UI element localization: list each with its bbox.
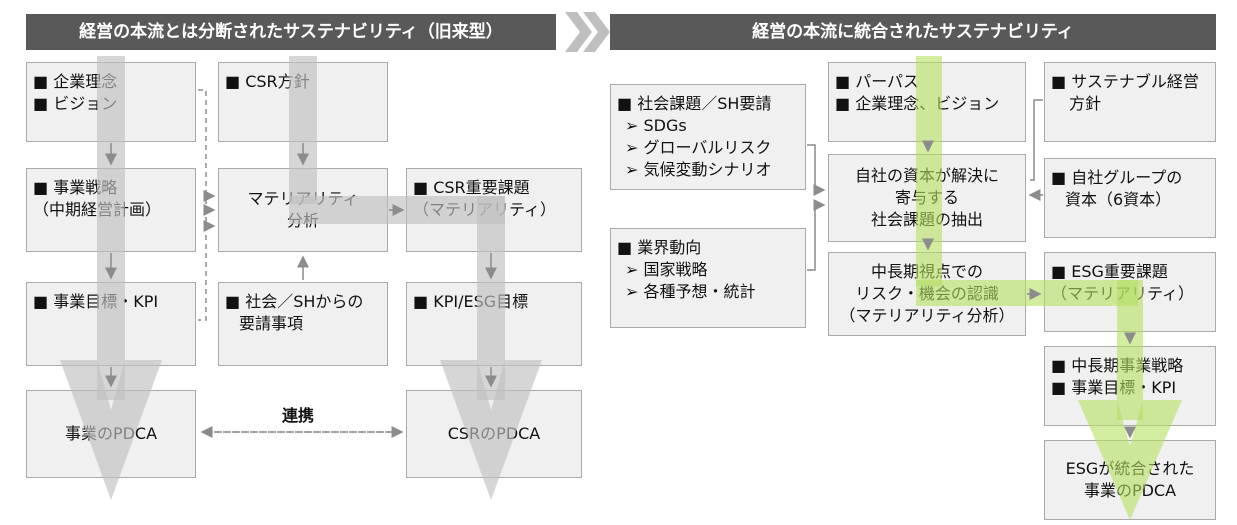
- esg-pdca-line-2: 事業のPDCA: [1083, 481, 1177, 500]
- philosophy-line-1: ■ 企業理念: [33, 72, 118, 91]
- purpose-line-1: ■ パーパス: [835, 72, 920, 91]
- targets-line-1: ■ 事業目標・KPI: [33, 292, 159, 311]
- risk-recognition-line-3: （マテリアリティ分析）: [839, 306, 1015, 325]
- social-issues-box: ■ 社会課題／SH要請 ➢ SDGs ➢ グローバルリスク ➢ 気候変動シナリオ: [610, 84, 806, 190]
- risk-recognition-line-1: 中長期視点での: [870, 262, 983, 281]
- risk-recognition-line-2: リスク・機会の認識: [855, 284, 999, 303]
- extraction-box: 自社の資本が解決に 寄与する 社会課題の抽出: [828, 154, 1026, 242]
- strategy-line-2: （中期経営計画）: [33, 200, 162, 219]
- csr-pdca-label: CSRのPDCA: [447, 424, 541, 443]
- purpose-box: ■ パーパス ■ 企業理念、ビジョン: [828, 62, 1026, 142]
- extraction-line-3: 社会課題の抽出: [870, 210, 983, 229]
- stakeholder-requests-line-2: 要請事項: [239, 314, 304, 333]
- stakeholder-requests-line-1: ■ 社会／SHからの: [225, 292, 364, 311]
- sustainability-policy-box: ■ サステナブル経営 方針: [1044, 62, 1216, 142]
- industry-box: ■ 業界動向 ➢ 国家戦略 ➢ 各種予想・統計: [610, 228, 806, 328]
- industry-item: ➢ 国家戦略: [625, 260, 708, 279]
- industry-item: ➢ 各種予想・統計: [625, 282, 756, 301]
- materiality-analysis-box: マテリアリティ 分析: [218, 168, 388, 252]
- group-capital-line-1: ■ 自社グループの: [1051, 168, 1183, 187]
- purpose-line-2: ■ 企業理念、ビジョン: [835, 94, 1000, 113]
- business-pdca-label: 事業のPDCA: [64, 424, 158, 443]
- social-issues-title: ■ 社会課題／SH要請: [617, 94, 772, 113]
- csr-issues-line-2: （マテリアリティ）: [413, 200, 557, 219]
- strategy-box: ■ 事業戦略 （中期経営計画）: [26, 168, 196, 252]
- mid-strategy-box: ■ 中長期事業戦略 ■ 事業目標・KPI: [1044, 346, 1216, 426]
- business-pdca-box: 事業のPDCA: [26, 390, 196, 478]
- strategy-line-1: ■ 事業戦略: [33, 178, 118, 197]
- csr-pdca-box: CSRのPDCA: [406, 390, 582, 478]
- social-issues-item: ➢ 気候変動シナリオ: [625, 160, 772, 179]
- mid-strategy-line-1: ■ 中長期事業戦略: [1051, 356, 1184, 375]
- csr-issues-box: ■ CSR重要課題 （マテリアリティ）: [406, 168, 582, 252]
- left-header: 経営の本流とは分断されたサステナビリティ（旧来型）: [26, 14, 556, 50]
- philosophy-box: ■ 企業理念 ■ ビジョン: [26, 62, 196, 142]
- sustainability-policy-line-2: 方針: [1069, 94, 1102, 113]
- group-capital-line-2: 資本（6資本）: [1065, 190, 1172, 209]
- csr-policy-line-1: ■ CSR方針: [225, 72, 310, 91]
- esg-issues-line-1: ■ ESG重要課題: [1051, 262, 1168, 281]
- targets-box: ■ 事業目標・KPI: [26, 282, 196, 366]
- mid-strategy-line-2: ■ 事業目標・KPI: [1051, 378, 1177, 397]
- link-label: 連携: [282, 406, 315, 425]
- philosophy-line-2: ■ ビジョン: [33, 94, 118, 113]
- risk-recognition-box: 中長期視点での リスク・機会の認識 （マテリアリティ分析）: [828, 252, 1026, 336]
- materiality-analysis-line-1: マテリアリティ: [247, 189, 359, 208]
- social-issues-item: ➢ SDGs: [625, 116, 687, 135]
- esg-issues-line-2: （マテリアリティ）: [1051, 284, 1195, 303]
- esg-pdca-box: ESGが統合された 事業のPDCA: [1044, 440, 1216, 520]
- sustainability-policy-line-1: ■ サステナブル経営: [1051, 72, 1199, 91]
- industry-title: ■ 業界動向: [617, 238, 702, 257]
- group-capital-box: ■ 自社グループの 資本（6資本）: [1044, 158, 1216, 238]
- esg-issues-box: ■ ESG重要課題 （マテリアリティ）: [1044, 252, 1216, 332]
- extraction-line-2: 寄与する: [894, 188, 959, 207]
- social-issues-item: ➢ グローバルリスク: [625, 138, 772, 157]
- materiality-analysis-line-2: 分析: [286, 211, 319, 230]
- right-header: 経営の本流に統合されたサステナビリティ: [610, 14, 1216, 50]
- csr-policy-box: ■ CSR方針: [218, 62, 388, 142]
- stakeholder-requests-box: ■ 社会／SHからの 要請事項: [218, 282, 388, 366]
- extraction-line-1: 自社の資本が解決に: [854, 166, 999, 185]
- esg-pdca-line-1: ESGが統合された: [1065, 459, 1195, 478]
- csr-issues-line-1: ■ CSR重要課題: [413, 178, 530, 197]
- kpi-esg-line-1: ■ KPI/ESG目標: [413, 292, 529, 311]
- kpi-esg-box: ■ KPI/ESG目標: [406, 282, 582, 366]
